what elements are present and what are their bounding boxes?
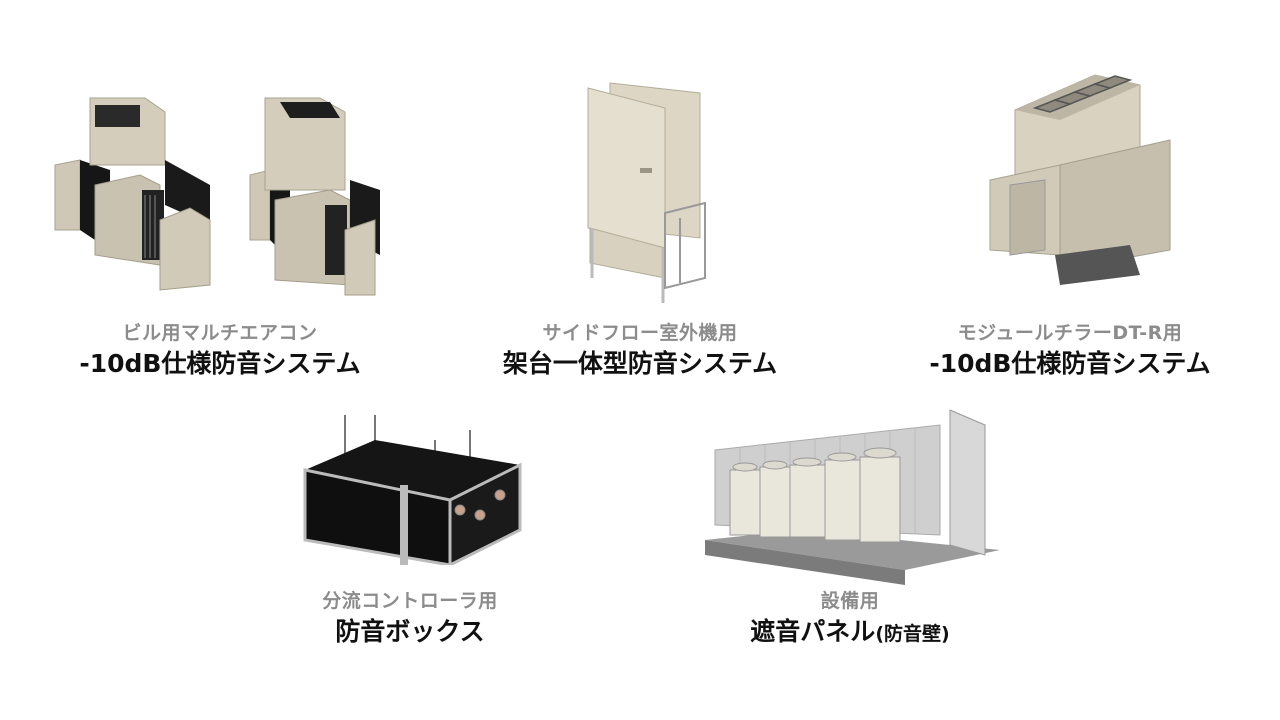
module-chiller-soundproof-icon: [980, 70, 1180, 290]
product-card-sideflow[interactable]: サイドフロー室外機用 架台一体型防音システム: [470, 78, 810, 380]
product-subtitle: サイドフロー室外機用: [542, 322, 738, 344]
product-title-suffix: (防音壁): [875, 623, 950, 645]
sideflow-stand-soundproof-icon: [570, 78, 710, 306]
product-title: 架台一体型防音システム: [502, 349, 778, 378]
product-card-soundproof-panel[interactable]: 設備用 遮音パネル(防音壁): [680, 405, 1020, 650]
product-title: 防音ボックス: [335, 617, 485, 646]
product-title: -10dB仕様防音システム: [79, 349, 361, 378]
building-multi-aircon-soundproof-icon: [50, 90, 390, 300]
product-card-module-chiller[interactable]: モジュールチラーDT-R用 -10dB仕様防音システム: [900, 70, 1240, 380]
product-title: -10dB仕様防音システム: [929, 349, 1211, 378]
product-card-building-multi[interactable]: ビル用マルチエアコン -10dB仕様防音システム: [50, 90, 390, 380]
product-subtitle: 分流コントローラ用: [322, 590, 498, 612]
product-subtitle: モジュールチラーDT-R用: [957, 322, 1183, 344]
soundproof-box-icon: [300, 410, 530, 565]
product-subtitle: 設備用: [820, 590, 880, 612]
product-subtitle: ビル用マルチエアコン: [122, 322, 318, 344]
product-card-soundproof-box[interactable]: 分流コントローラ用 防音ボックス: [240, 410, 580, 650]
soundproof-panel-wall-icon: [700, 405, 1000, 585]
product-title: 遮音パネル(防音壁): [680, 612, 1020, 648]
product-title-main: 遮音パネル: [750, 617, 876, 646]
